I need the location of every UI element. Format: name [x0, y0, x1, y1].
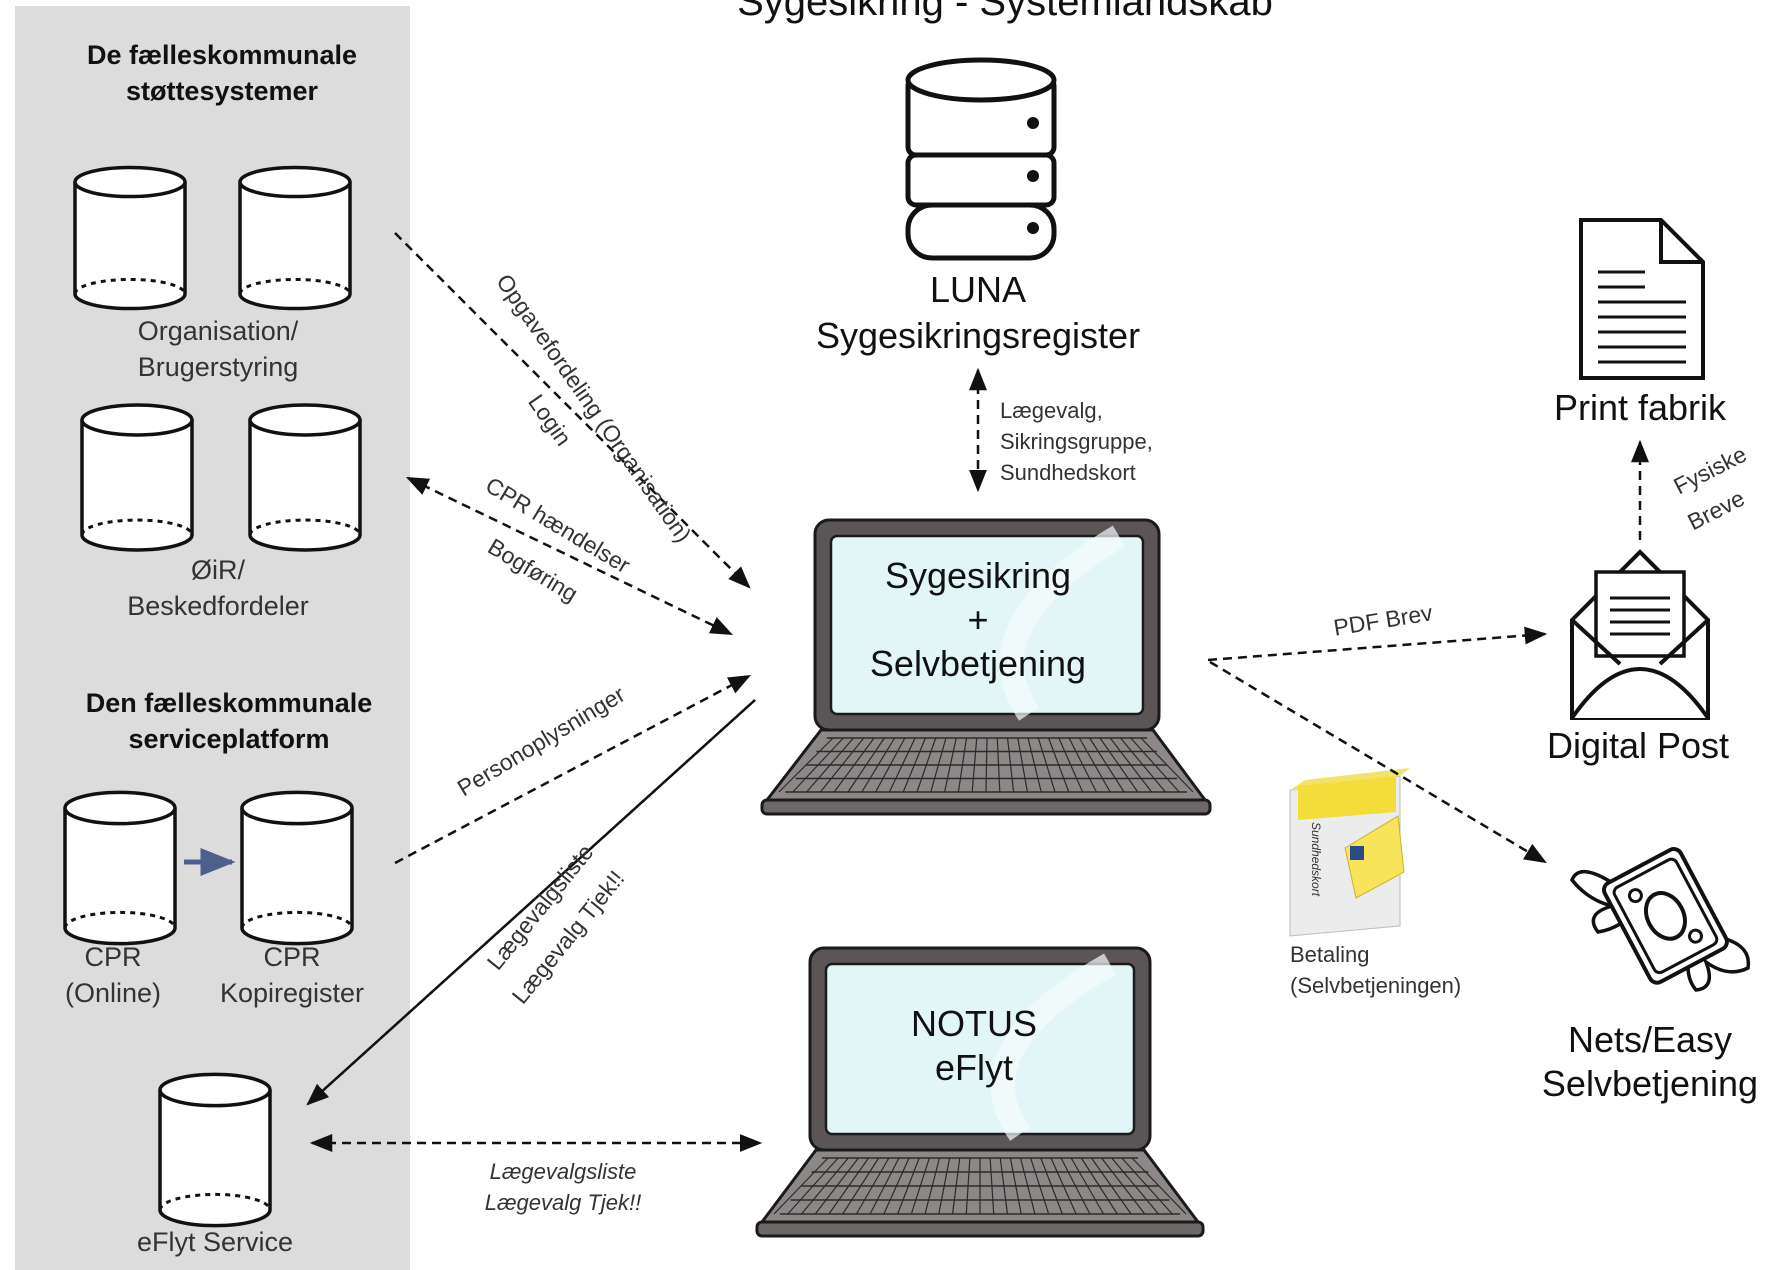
edge-opgavefordeling: [394, 232, 751, 589]
heading-stottesystemer-line1: De fælleskommunale: [86, 40, 358, 70]
oir-db-left-icon: [80, 403, 194, 552]
luna-label-line2: Sygesikringsregister: [815, 315, 1141, 356]
sundhedskort-box-image: Sundhedskort: [1289, 768, 1410, 937]
notus-link-label-line2: Lægevalg Tjek!!: [484, 1190, 642, 1215]
digital-post-label: Digital Post: [1546, 725, 1730, 766]
heading-serviceplatform-line1: Den fælleskommunale: [85, 688, 373, 718]
edge-laegevalgsliste-return: [307, 699, 756, 1105]
cpr-online-label-line1: CPR: [84, 942, 142, 972]
luna-link-label-line3: Sundhedskort: [1000, 460, 1136, 485]
envelope-icon: [1570, 549, 1710, 720]
oir-label-line1: ØiR/: [191, 555, 245, 585]
heading-stottesystemer-line2: støttesystemer: [125, 76, 319, 106]
eflyt-service-db-icon: [158, 1072, 272, 1228]
edge-cpr-haendelser: [405, 476, 734, 636]
cpr-online-db-icon: [63, 790, 177, 946]
eflyt-service-label: eFlyt Service: [136, 1227, 294, 1257]
heading-serviceplatform-line2: serviceplatform: [128, 724, 330, 754]
sundhedskort-box-text: Sundhedskort: [1309, 822, 1323, 897]
luna-link-label-line1: Lægevalg,: [1000, 398, 1103, 423]
cpr-kopiregister-label-line2: Kopiregister: [219, 978, 365, 1008]
card-caption-line2: (Selvbetjeningen): [1290, 973, 1462, 998]
notus-laptop-icon: [755, 946, 1205, 1238]
nets-label-line1: Nets/Easy: [1567, 1019, 1733, 1060]
cpr-kopiregister-label-line1: CPR: [263, 942, 321, 972]
notus-screen-line2: eFlyt: [934, 1047, 1014, 1088]
oir-label-line2: Beskedfordeler: [127, 591, 309, 621]
money-wings-icon: [1569, 847, 1751, 992]
document-icon: [1579, 218, 1705, 380]
oir-db-right-icon: [248, 403, 362, 552]
edge-pdf-brev: [1207, 626, 1548, 662]
edge-nets: [1209, 660, 1547, 864]
main-screen-line3: Selvbetjening: [869, 643, 1087, 684]
card-caption-line1: Betaling: [1290, 942, 1370, 967]
luna-label-line1: LUNA: [929, 269, 1027, 310]
nets-label-line2: Selvbetjening: [1541, 1063, 1759, 1104]
notus-link-label-line1: Lægevalgsliste: [489, 1159, 637, 1184]
organisation-label-line2: Brugerstyring: [137, 352, 299, 382]
print-fabrik-label: Print fabrik: [1553, 387, 1727, 428]
cpr-online-label-line2: (Online): [64, 978, 162, 1008]
cpr-kopiregister-db-icon: [240, 790, 354, 946]
organisation-db-left-icon: [73, 165, 187, 311]
notus-screen-line1: NOTUS: [911, 1003, 1037, 1044]
organisation-label-line1: Organisation/: [137, 316, 299, 346]
diagram-title: Sygesikring - Systemlandskab: [737, 0, 1273, 24]
main-app-laptop-icon: [760, 518, 1212, 816]
main-screen-line2: +: [967, 599, 989, 640]
organisation-db-right-icon: [238, 165, 352, 311]
luna-link-label-line2: Sikringsgruppe,: [1000, 429, 1153, 454]
edge-personoplysninger: [394, 674, 751, 865]
luna-server-icon: [905, 57, 1057, 261]
main-screen-line1: Sygesikring: [884, 555, 1072, 596]
